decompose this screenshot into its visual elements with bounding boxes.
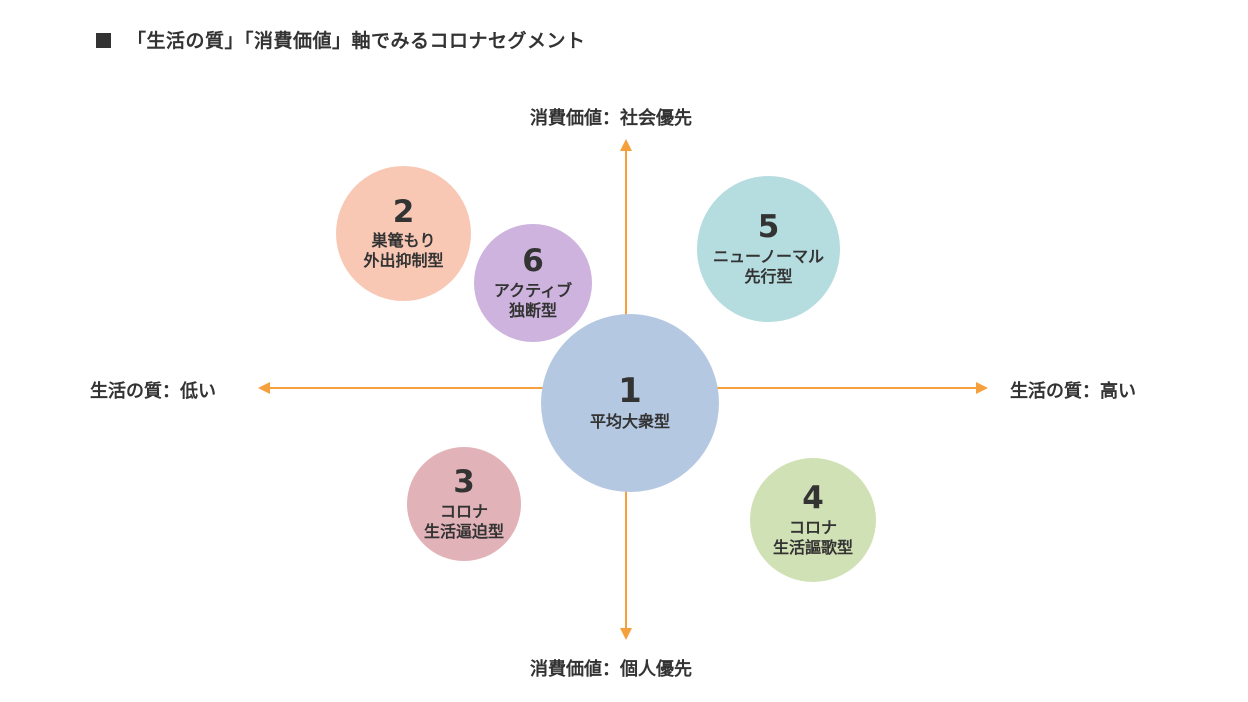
segment-number: 3: [453, 464, 475, 501]
axis-label-left: 生活の質：低い: [90, 381, 216, 402]
arrow-down-icon: [620, 628, 632, 640]
segment-name: コロナ 生活逼迫型: [423, 501, 504, 541]
segment-name: 平均大衆型: [589, 412, 670, 432]
segment-circle-3: 3 コロナ 生活逼迫型: [407, 447, 521, 561]
segment-name: アクティブ 独断型: [493, 280, 573, 320]
arrow-up-icon: [620, 139, 632, 151]
segment-number: 5: [757, 209, 780, 246]
axis-label-top: 消費価値：社会優先: [530, 108, 692, 129]
segment-number: 2: [392, 193, 415, 230]
segment-name: 巣篭もり 外出抑制型: [363, 231, 444, 271]
segment-name: ニューノーマル 先行型: [712, 246, 825, 286]
axis-label-right: 生活の質：高い: [1010, 381, 1136, 402]
segment-circle-4: 4 コロナ 生活謳歌型: [750, 458, 876, 582]
segment-number: 1: [618, 370, 642, 411]
segment-circle-6: 6 アクティブ 独断型: [474, 224, 592, 342]
segment-number: 6: [522, 243, 544, 280]
segment-circle-5: 5 ニューノーマル 先行型: [697, 176, 840, 322]
segment-circle-1: 1 平均大衆型: [541, 314, 719, 492]
segment-circle-2: 2 巣篭もり 外出抑制型: [336, 166, 471, 301]
diagram-title-text: 「生活の質」「消費価値」軸でみるコロナセグメント: [127, 30, 586, 52]
arrow-right-icon: [976, 382, 988, 394]
segment-name: コロナ 生活謳歌型: [772, 517, 853, 557]
axis-label-bottom: 消費価値：個人優先: [530, 659, 692, 680]
title-square-icon: [96, 33, 111, 48]
arrow-left-icon: [258, 382, 270, 394]
diagram-title: 「生活の質」「消費価値」軸でみるコロナセグメント: [96, 26, 586, 53]
segment-number: 4: [802, 480, 824, 517]
